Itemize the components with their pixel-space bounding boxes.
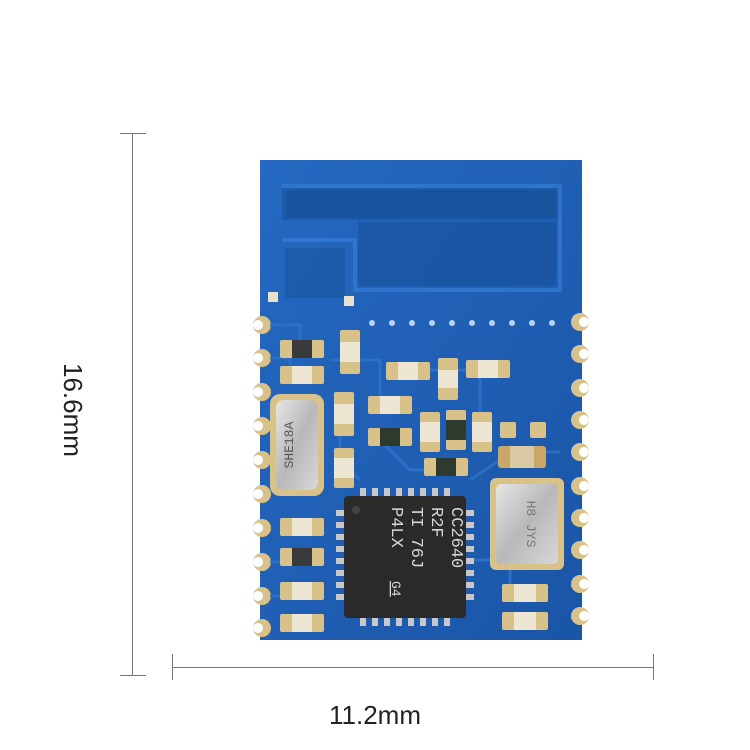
crystal-main-marking: H8 JYS [523, 501, 538, 548]
chip-mark: G4 [388, 581, 403, 597]
crystal-32k: SHE18A [270, 394, 324, 496]
smd-components [280, 330, 548, 632]
width-label: 11.2mm [329, 700, 421, 730]
crystal-main: H8 JYS [490, 478, 564, 570]
chip-pins [336, 488, 474, 626]
cc2640-chip: CC2640 R2F TI 76J P4LX G4 [344, 496, 466, 618]
chip-line-2: R2F [426, 507, 445, 538]
height-dimension-line [120, 133, 146, 676]
crystal-32k-marking: SHE18A [282, 421, 297, 468]
chip-line-3: TI 76J [406, 507, 425, 568]
chip-line-4: P4LX [386, 507, 405, 548]
via-row [369, 320, 555, 326]
width-dimension-line [172, 654, 654, 680]
chip-line-1: CC2640 [446, 507, 465, 568]
